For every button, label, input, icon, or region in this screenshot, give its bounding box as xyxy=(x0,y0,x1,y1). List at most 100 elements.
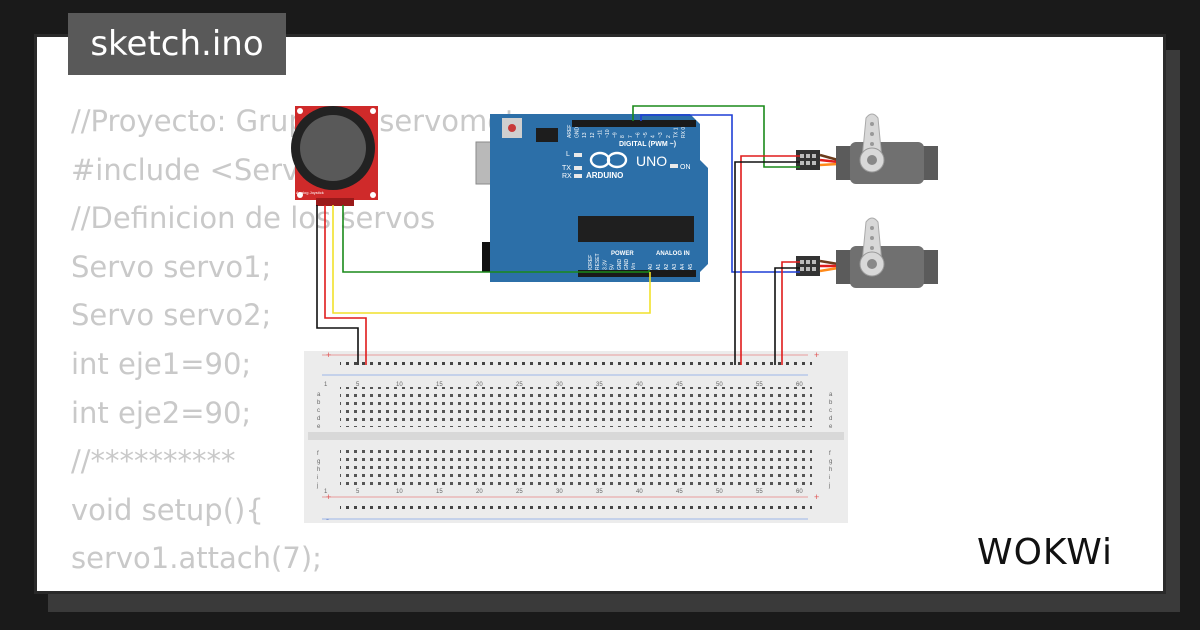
breadboard-column-number: 30 xyxy=(556,382,563,388)
breadboard-column-number: 50 xyxy=(716,382,723,388)
wire-red-servo2 xyxy=(781,261,800,365)
breadboard-row-letter: j xyxy=(316,483,318,489)
breadboard-row-letter: b xyxy=(317,400,321,406)
breadboard-row-letter: e xyxy=(317,424,321,430)
digital-pin-label: ~5 xyxy=(643,132,649,138)
code-line: servo1.attach(7); xyxy=(71,541,322,576)
breadboard-column-number: 55 xyxy=(756,489,763,495)
code-line: Servo servo2; xyxy=(71,298,272,333)
breadboard-column-number: 45 xyxy=(676,382,683,388)
breadboard-column-number: 15 xyxy=(436,489,443,495)
digital-header-label: DIGITAL (PWM ~) xyxy=(619,141,676,148)
digital-pin-label: 2 xyxy=(666,135,672,138)
analog-pin-label: A2 xyxy=(664,264,670,270)
wire-black-joystick xyxy=(316,205,359,365)
arduino-model-label: UNO xyxy=(636,153,667,169)
breadboard-column-number: 35 xyxy=(596,489,603,495)
code-line: //Definicion de los servos xyxy=(71,201,436,236)
digital-pin-label: TX 1 xyxy=(673,127,679,138)
joystick-label: Analog Joystick xyxy=(296,190,324,195)
code-line: int eje1=90; xyxy=(71,346,252,381)
digital-pin-label: 8 xyxy=(620,135,626,138)
servo-motor-1[interactable] xyxy=(796,113,938,184)
wire-green-servo1 xyxy=(632,105,800,168)
breadboard-column-number: 60 xyxy=(796,489,803,495)
code-line: servo2.attach(6); xyxy=(71,583,578,591)
digital-pin-label: ~9 xyxy=(613,132,619,138)
breadboard-row-letter: d xyxy=(317,416,320,422)
analog-header-label: ANALOG IN xyxy=(656,251,690,257)
breadboard-column-number: 60 xyxy=(796,382,803,388)
wire-red-joystick xyxy=(324,205,367,365)
digital-pin-label: 13 xyxy=(582,132,588,138)
servo-motor-2[interactable] xyxy=(796,217,938,288)
breadboard-column-number: 40 xyxy=(636,489,643,495)
breadboard-row-letter: h xyxy=(317,467,320,473)
sketch-filename-tab[interactable]: sketch.ino xyxy=(68,13,286,75)
digital-pin-label: 12 xyxy=(590,132,596,138)
arduino-logo-text: ARDUINO xyxy=(586,171,623,180)
code-line: //********** xyxy=(71,444,236,479)
breadboard-row-letter: f xyxy=(829,451,831,457)
breadboard-row-letter: i xyxy=(317,475,318,481)
analog-pin-label: A3 xyxy=(672,264,678,270)
breadboard-row-letter: i xyxy=(829,475,830,481)
breadboard-column-number: 45 xyxy=(676,489,683,495)
rail-minus-label: - xyxy=(326,514,329,524)
wire-green-joystick xyxy=(342,205,650,273)
wires xyxy=(316,105,800,365)
breadboard-column-number: 20 xyxy=(476,382,483,388)
arduino-infinity-logo-icon xyxy=(589,151,628,169)
digital-pin-label: ~6 xyxy=(635,132,641,138)
breadboard-row-letter: a xyxy=(317,392,321,398)
code-line: Servo servo1; xyxy=(71,249,272,284)
breadboard-column-number: 40 xyxy=(636,382,643,388)
analog-joystick-module[interactable]: Analog Joystick xyxy=(291,106,378,206)
breadboard-column-number: 1 xyxy=(324,489,328,495)
led-rx-label: RX xyxy=(562,173,572,180)
breadboard-row-letter: h xyxy=(829,467,832,473)
breadboard-column-number: 55 xyxy=(756,382,763,388)
rail-plus-label-bottom-right: + xyxy=(814,492,819,502)
code-line: void setup(){ xyxy=(71,492,264,527)
analog-pin-label: A1 xyxy=(656,264,662,270)
breadboard-row-letter: e xyxy=(829,424,833,430)
breadboard-column-number: 25 xyxy=(516,489,523,495)
power-pin-label: IOREF xyxy=(588,255,594,270)
power-pin-label: RESET xyxy=(595,253,601,270)
wokwi-brand-text: WOKWi xyxy=(977,532,1113,572)
power-pin-label: 3.3V xyxy=(602,259,608,270)
wire-blue-servo2 xyxy=(640,114,800,273)
wokwi-logo: WOKWi xyxy=(977,532,1113,572)
breadboard-column-number: 30 xyxy=(556,489,563,495)
breadboard-row-letter: g xyxy=(317,459,320,465)
power-header-label: POWER xyxy=(611,251,634,257)
breadboard-row-letter: f xyxy=(317,451,319,457)
digital-pin-label: AREF xyxy=(567,125,573,138)
digital-pin-label: ~3 xyxy=(658,132,664,138)
rail-plus-label-right: + xyxy=(814,350,819,360)
breadboard-row-letter: d xyxy=(829,416,832,422)
breadboard-row-letter: b xyxy=(829,400,833,406)
breadboard-column-number: 5 xyxy=(356,382,360,388)
analog-pin-label: A0 xyxy=(648,264,654,270)
breadboard-column-number: 35 xyxy=(596,382,603,388)
led-l-label: L xyxy=(566,151,570,158)
breadboard-column-number: 15 xyxy=(436,382,443,388)
rail-plus-label-bottom: + xyxy=(326,492,331,502)
breadboard-column-number: 50 xyxy=(716,489,723,495)
code-line: int eje2=90; xyxy=(71,395,252,430)
power-pin-label: 5V xyxy=(610,263,616,270)
wire-black-servo1 xyxy=(734,161,800,365)
rail-plus-label: + xyxy=(326,350,331,360)
analog-pin-label: A4 xyxy=(680,264,686,270)
